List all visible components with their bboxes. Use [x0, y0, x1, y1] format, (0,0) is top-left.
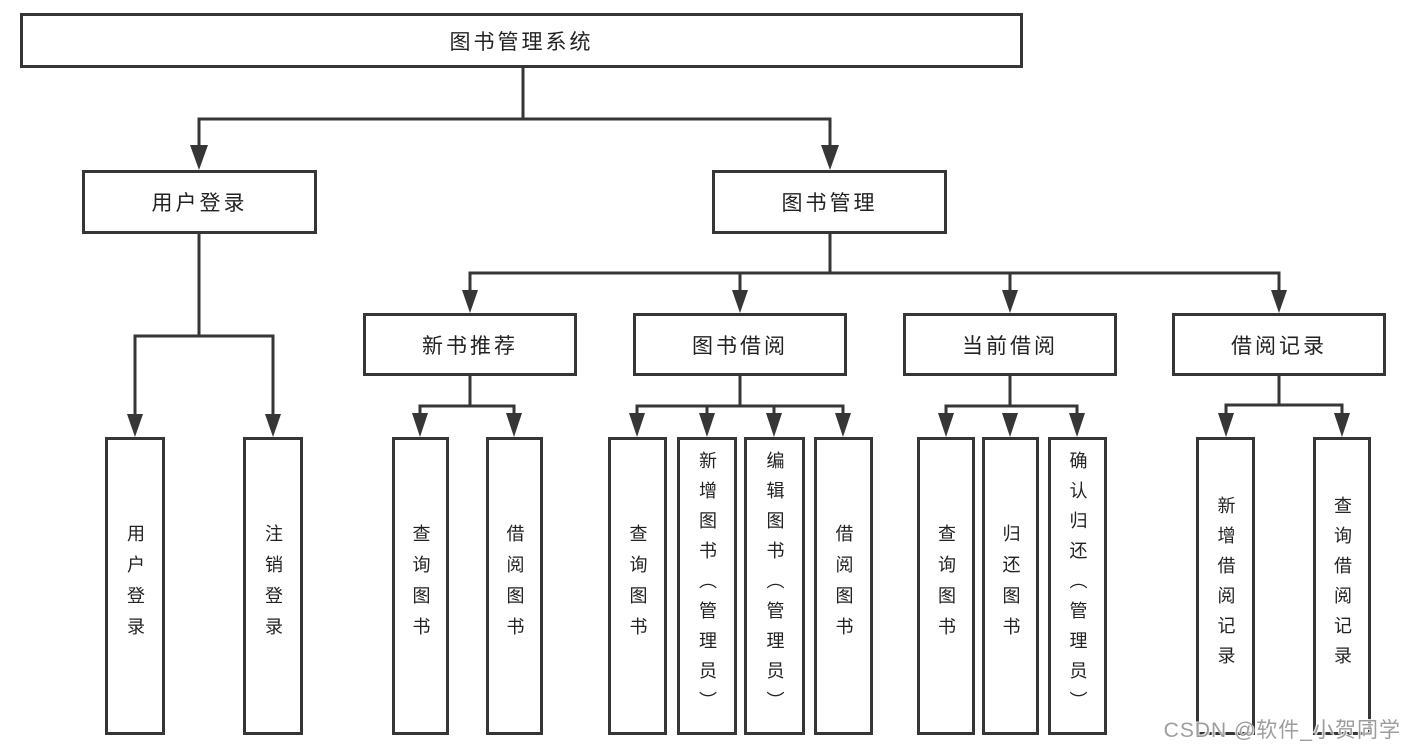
arrow-down-icon — [265, 414, 281, 437]
node-label: 查询借阅记录 — [1332, 496, 1352, 676]
node-label: 图书借阅 — [692, 334, 788, 358]
connector-path-borrow-records — [1224, 376, 1344, 414]
arrow-down-icon — [1002, 290, 1018, 313]
arrow-down-icon — [938, 413, 954, 437]
leaf-cb-return-books: 归还图书 — [982, 437, 1039, 735]
node-book-borrow: 图书借阅 — [633, 313, 847, 376]
node-label: 新增借阅记录 — [1215, 496, 1236, 676]
arrow-down-icon — [190, 145, 208, 170]
arrow-down-icon — [766, 413, 782, 437]
node-root: 图书管理系统 — [20, 13, 1023, 68]
leaf-bb-edit-books-admin: 编辑图书（管理员） — [744, 437, 805, 735]
leaf-logout: 注销登录 — [243, 437, 303, 735]
leaf-bb-query-books: 查询图书 — [608, 437, 667, 735]
node-current-borrow: 当前借阅 — [903, 313, 1117, 376]
node-label: 确认归还（管理员） — [1067, 451, 1088, 721]
leaf-cb-query-books: 查询图书 — [917, 437, 975, 735]
arrow-down-icon — [127, 414, 143, 437]
connector-path-book-borrow — [635, 376, 845, 414]
connector-path-book-management — [468, 234, 1281, 291]
leaf-user-login: 用户登录 — [105, 437, 165, 735]
node-user-login: 用户登录 — [82, 170, 317, 234]
arrow-down-icon — [699, 413, 715, 437]
leaf-nbr-borrow-books: 借阅图书 — [486, 437, 543, 735]
node-label: 当前借阅 — [962, 334, 1058, 358]
node-label: 图书管理 — [781, 192, 878, 215]
arrow-down-icon — [1069, 413, 1085, 437]
node-label: 编辑图书（管理员） — [764, 451, 785, 721]
node-label: 注销登录 — [263, 524, 283, 648]
arrow-down-icon — [412, 413, 428, 437]
arrow-down-icon — [732, 290, 748, 313]
leaf-br-add-record: 新增借阅记录 — [1196, 437, 1255, 735]
connector-path-current-borrow — [944, 376, 1079, 414]
arrow-down-icon — [1271, 290, 1287, 313]
arrow-down-icon — [821, 145, 839, 170]
node-label: 新增图书（管理员） — [697, 451, 717, 721]
leaf-cb-confirm-return-admin: 确认归还（管理员） — [1048, 437, 1107, 735]
node-label: 查询图书 — [936, 524, 956, 648]
connector-path-user-login — [133, 234, 275, 415]
node-label: 查询图书 — [627, 524, 648, 648]
arrow-down-icon — [462, 290, 478, 313]
arrow-down-icon — [506, 413, 522, 437]
node-label: 归还图书 — [1000, 524, 1021, 648]
watermark: CSDN @软件_小贺同学 — [1163, 719, 1401, 742]
arrow-down-icon — [1334, 413, 1350, 437]
arrow-down-icon — [629, 413, 645, 437]
leaf-bb-add-books-admin: 新增图书（管理员） — [677, 437, 737, 735]
node-borrow-records: 借阅记录 — [1172, 313, 1386, 376]
node-label: 借阅图书 — [504, 524, 525, 648]
node-label: 用户登录 — [125, 524, 145, 648]
node-label: 新书推荐 — [422, 334, 518, 358]
connector-path-new-book-recommend — [418, 376, 516, 414]
arrow-down-icon — [835, 413, 851, 437]
node-label: 用户登录 — [151, 192, 248, 215]
node-book-management: 图书管理 — [712, 170, 947, 234]
node-label: 图书管理系统 — [449, 30, 594, 54]
arrow-down-icon — [1218, 413, 1234, 437]
leaf-nbr-query-books: 查询图书 — [392, 437, 449, 735]
node-new-book-recommend: 新书推荐 — [363, 313, 577, 376]
node-label: 借阅图书 — [833, 524, 854, 648]
leaf-bb-borrow-books: 借阅图书 — [814, 437, 873, 735]
arrow-down-icon — [1002, 413, 1018, 437]
node-label: 借阅记录 — [1231, 334, 1327, 358]
leaf-br-query-record: 查询借阅记录 — [1313, 437, 1371, 735]
node-label: 查询图书 — [410, 524, 431, 648]
connector-path-root — [197, 68, 832, 146]
